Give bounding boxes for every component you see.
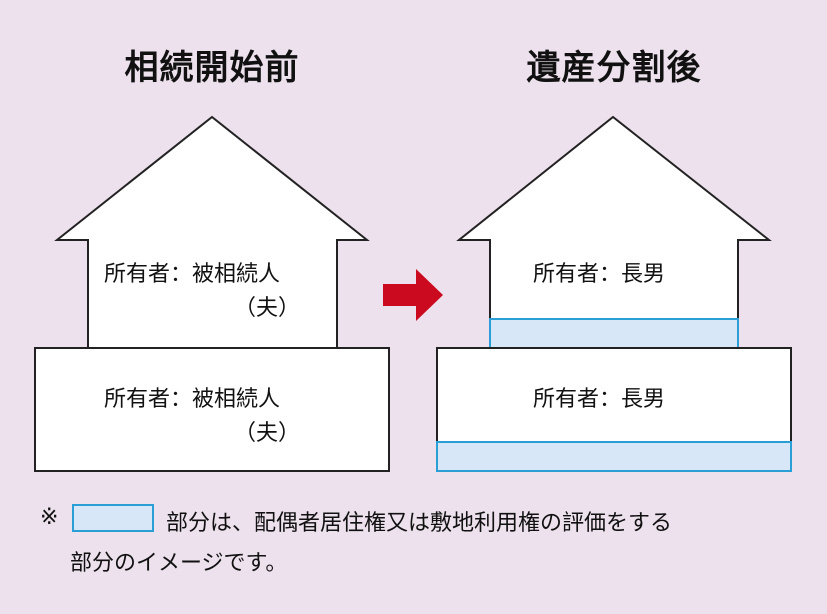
right-lower-owner-label: 所有者：長男 <box>533 387 666 412</box>
right-arrow-icon <box>383 269 443 321</box>
right-base-highlight <box>436 441 792 472</box>
right-upper-owner-label: 所有者：長男 <box>533 262 666 287</box>
note-mark: ※ <box>40 505 59 530</box>
left-upper-owner-sublabel: （夫） <box>234 296 301 321</box>
left-house-upper <box>54 115 370 349</box>
legend-swatch <box>72 504 154 532</box>
left-lower-owner-label: 所有者：被相続人 <box>104 387 281 412</box>
note-line1: 部分は、配偶者居住権又は敷地利用権の評価をする <box>166 511 673 536</box>
right-heading: 遺産分割後 <box>526 48 702 88</box>
right-house-upper <box>456 115 772 349</box>
left-lower-owner-sublabel: （夫） <box>234 421 301 446</box>
left-house-base <box>34 347 390 472</box>
left-upper-owner-label: 所有者：被相続人 <box>104 262 281 287</box>
left-heading: 相続開始前 <box>124 48 300 88</box>
right-upper-highlight <box>489 318 739 349</box>
note-line2: 部分のイメージです。 <box>70 551 288 576</box>
